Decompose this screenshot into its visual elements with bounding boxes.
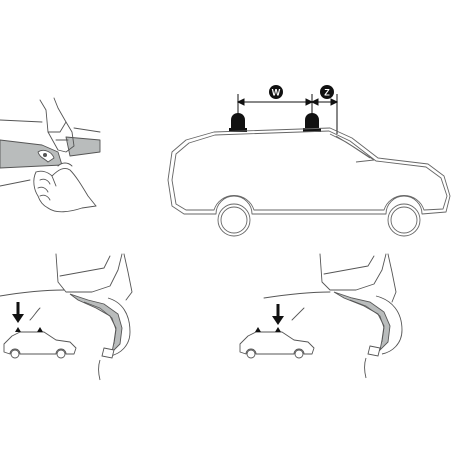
rear-roof-foot (305, 113, 319, 128)
car-body-outer (167, 127, 451, 215)
roof-foot-marker-front (255, 327, 261, 332)
car-side-view-panel: W Z (167, 85, 451, 237)
clamp-icon (333, 291, 391, 352)
z-arrowhead-right (330, 98, 339, 106)
dimension-z (310, 85, 339, 134)
front-door-detail-panel (0, 253, 133, 381)
door-frame-edge (387, 253, 397, 303)
door-frame-inner (59, 255, 111, 277)
clamp-strap-highlight (83, 301, 117, 345)
front-roof-foot-base (229, 128, 247, 132)
roof-foot-marker-rear (275, 327, 281, 332)
door-lower-curve (364, 357, 367, 379)
front-wheel-inner (390, 206, 418, 234)
front-wheel (387, 203, 421, 237)
hand-icon (33, 162, 97, 213)
clamp-body (47, 121, 69, 141)
z-label: Z (324, 88, 330, 98)
mini-car-icon (3, 331, 77, 359)
windshield-line-inner (335, 135, 371, 159)
door-seal-curve (107, 297, 131, 357)
w-label-badge (269, 85, 283, 99)
w-label: W (272, 88, 281, 98)
door-frame-icon (55, 253, 123, 293)
car-body-line (29, 307, 41, 321)
roof-foot-marker-front (15, 327, 21, 332)
door-lower-line (0, 179, 31, 187)
clamp-bracket (101, 347, 115, 359)
rear-wheel (217, 203, 251, 237)
roof-edge-line (0, 119, 101, 133)
door-frame-inner (323, 255, 375, 275)
w-arrowhead-right (305, 98, 314, 106)
foot-icon (303, 113, 321, 132)
car-roof-line (0, 289, 65, 297)
door-lower-curve (98, 359, 101, 381)
car-body-inner (171, 130, 448, 211)
front-roof-foot (231, 113, 245, 128)
clamp-screw (43, 153, 47, 157)
door-frame-edge (123, 253, 133, 301)
rear-door-detail-panel (239, 253, 403, 379)
car-roof-line (263, 291, 331, 299)
clamp-bracket (367, 345, 381, 357)
roof-foot-marker-rear (37, 327, 43, 332)
door-rail-band (0, 139, 63, 169)
door-frame-icon (319, 253, 387, 291)
mini-car-icon (239, 331, 315, 359)
w-arrowhead-left (236, 98, 245, 106)
hand-clamp-panel (0, 97, 101, 213)
rear-wheel-inner (220, 206, 248, 234)
down-arrow-icon (272, 304, 284, 325)
car-body-line (291, 307, 305, 321)
rear-roof-foot-base (303, 128, 321, 132)
down-arrow-icon (12, 302, 24, 323)
door-seal-curve (375, 295, 403, 355)
clamp-strap-highlight (349, 299, 385, 343)
door-frame-icon (39, 97, 75, 153)
car-icon (167, 127, 451, 237)
foot-icon (229, 113, 247, 132)
door-rail-band-right (65, 136, 101, 157)
z-arrowhead-left (310, 98, 319, 106)
z-label-badge (320, 85, 334, 99)
